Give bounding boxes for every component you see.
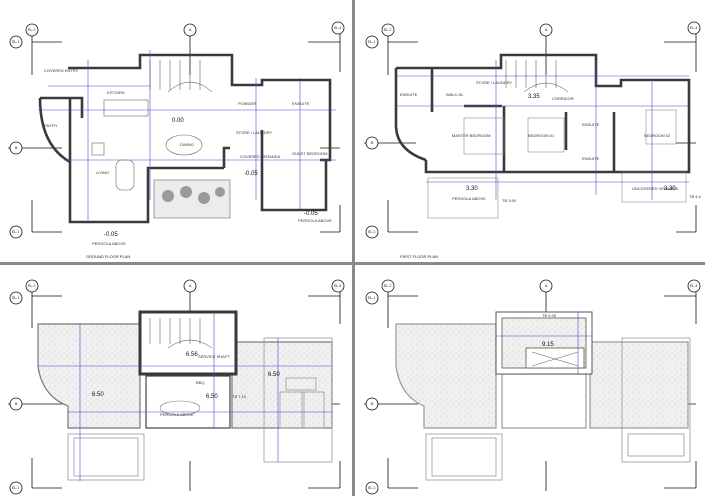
- upper-roof-plan: EL.2 EL.1 A EL.4 B EL.1 TB 9.35 9.15: [356, 266, 705, 496]
- grid-bubble-el4: EL.4: [690, 26, 697, 30]
- grid-bubble-el1: EL.1: [368, 40, 375, 44]
- spot-height: TB 9.35: [542, 313, 557, 318]
- sheet-divider-vertical: [352, 0, 355, 496]
- grid-bubble-el2: EL.2: [28, 28, 35, 32]
- room-label-ensuite-2: ENSUITE: [582, 122, 600, 127]
- room-label-ensuite-3: ENSUITE: [582, 156, 600, 161]
- grid-bubble-el1-bottom: EL.1: [368, 486, 375, 490]
- level-marker: -0.05: [244, 171, 258, 177]
- room-label-uncovered-veranda: UNCOVERED VERANDA: [632, 186, 678, 191]
- spot-height: TB 7.15: [232, 394, 247, 399]
- stair-core: [138, 310, 238, 376]
- grid-bubble-a: A: [189, 284, 192, 288]
- grid-bubble-el4: EL.4: [334, 284, 341, 288]
- ground-floor-plan: EL.2 EL.1 A EL.4 B EL.1: [0, 0, 352, 262]
- grid-bubble-el1: EL.1: [12, 40, 19, 44]
- grid-bubble-el4: EL.4: [334, 26, 341, 30]
- first-floor-plan: EL.2 EL.1 A EL.4 B EL.1: [356, 0, 705, 262]
- grid-bubble-b: B: [371, 141, 374, 145]
- pergola-area: [145, 375, 231, 429]
- void-area: [501, 373, 587, 429]
- grid-bubble-b: B: [15, 402, 18, 406]
- grid-bubble-el1-bottom: EL.1: [12, 486, 19, 490]
- note-pergola-above: PERGOLA ABOVE: [160, 412, 194, 417]
- roof-hatch: [525, 347, 585, 369]
- level-marker: 6.50: [92, 392, 104, 398]
- grid-bubble-el1-bottom: EL.1: [12, 230, 19, 234]
- room-label-bedroom-02: BEDROOM 02: [644, 133, 671, 138]
- grid-bubble-el2: EL.2: [384, 28, 391, 32]
- roof-slab-right: [231, 341, 333, 429]
- level-marker: 3.30: [664, 186, 676, 192]
- level-marker: 6.50: [268, 372, 280, 378]
- room-label-kitchen: KITCHEN: [107, 90, 125, 95]
- level-marker: -0.05: [104, 232, 118, 238]
- level-marker: 9.15: [542, 342, 554, 348]
- label-service-shaft: SERVICE SHAFT: [198, 354, 230, 359]
- grid-bubble-el1: EL.1: [368, 296, 375, 300]
- grid-bubble-el4: EL.4: [690, 284, 697, 288]
- plan-title-first-floor: FIRST FLOOR PLAN: [400, 254, 438, 259]
- room-label-walk-in: WALK-IN: [446, 92, 463, 97]
- roof-slab-right: [589, 341, 689, 429]
- room-label-covered-veranda: COVERED VERANDA: [240, 154, 281, 159]
- room-label-entry: ENTRY: [44, 123, 58, 128]
- note-pergola-above: PERGOLA ABOVE: [92, 241, 126, 246]
- roof-plan: EL.2 EL.1 A EL.4 B EL.1: [0, 266, 352, 496]
- grid-bubble-b: B: [15, 146, 18, 150]
- room-label-ensuite: ENSUITE: [400, 92, 418, 97]
- plan-title-ground-floor: GROUND FLOOR PLAN: [86, 254, 130, 259]
- roof-slab-left: [395, 323, 497, 429]
- roof-slab-left: [37, 323, 141, 429]
- grid-bubble-a: A: [189, 28, 192, 32]
- level-marker: -0.05: [304, 211, 318, 217]
- room-label-dining: DINING: [180, 142, 194, 147]
- room-label-covered-entry: COVERED ENTRY: [44, 68, 79, 73]
- level-marker: 6.50: [206, 394, 218, 400]
- room-label-bedroom-01: BEDROOM 01: [528, 133, 555, 138]
- spot-height: TB 3.90: [502, 198, 517, 203]
- room-label-guest-bedroom: GUEST BEDROOM: [292, 151, 328, 156]
- room-label-store-laundry: STORE / LAUNDRY: [236, 130, 272, 135]
- level-marker: 3.30: [466, 186, 478, 192]
- grid-bubble-a: A: [545, 284, 548, 288]
- room-label-powder: POWDER: [238, 101, 256, 106]
- room-label-corridor: CORRIDOR: [552, 96, 574, 101]
- note-pergola-above: PERGOLA ABOVE: [298, 218, 332, 223]
- label-bbq: BBQ: [196, 380, 204, 385]
- grid-bubble-b: B: [371, 402, 374, 406]
- room-label-store-laundry: STORE / LAUNDRY: [476, 80, 512, 85]
- room-label-living: LIVING: [96, 170, 109, 175]
- grid-bubble-el1: EL.1: [12, 296, 19, 300]
- note-pergola-above: PERGOLA ABOVE: [452, 196, 486, 201]
- room-label-ensuite: ENSUITE: [292, 101, 310, 106]
- grid-bubble-el1-bottom: EL.1: [368, 230, 375, 234]
- room-label-master-bedroom: MASTER BEDROOM: [452, 133, 490, 138]
- grid-bubble-el2: EL.2: [28, 284, 35, 288]
- grid-bubble-a: A: [545, 28, 548, 32]
- level-marker: 0.00: [172, 118, 184, 124]
- spot-height: TB 4.4: [689, 194, 702, 199]
- level-marker: 6.56: [186, 352, 198, 358]
- level-marker: 3.35: [528, 94, 540, 100]
- grid-bubble-el2: EL.2: [384, 284, 391, 288]
